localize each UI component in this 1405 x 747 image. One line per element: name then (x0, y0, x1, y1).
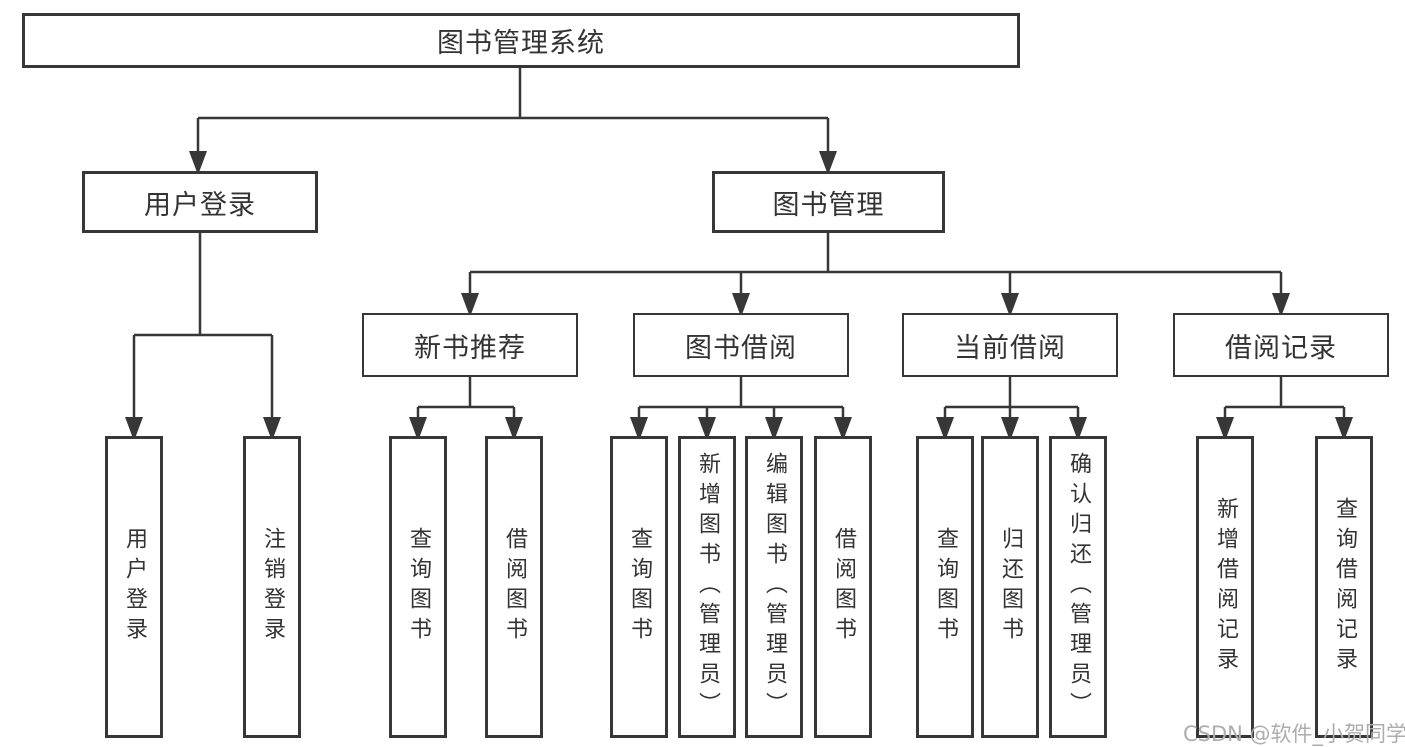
leaf-label: 归还图书 (998, 527, 1023, 647)
arrowhead (1001, 293, 1019, 317)
arrowhead (125, 417, 143, 441)
node-book-borrowing: 图书借阅 (633, 313, 849, 377)
leaf-query-books-1: 查询图书 (389, 436, 447, 738)
leaf-logout: 注销登录 (243, 436, 301, 738)
leaf-label: 确认归还（管理员） (1066, 452, 1091, 722)
leaf-label: 查询图书 (627, 527, 652, 647)
leaf-label: 借阅图书 (502, 527, 527, 647)
leaf-label: 编辑图书（管理员） (762, 452, 787, 722)
arrowhead (1272, 293, 1290, 317)
arrowhead (461, 293, 479, 317)
leaf-borrow-books-2: 借阅图书 (814, 436, 872, 738)
node-user-login: 用户登录 (82, 171, 318, 233)
arrowhead (819, 151, 837, 175)
leaf-label: 查询借阅记录 (1332, 497, 1357, 677)
leaf-query-borrow-record: 查询借阅记录 (1315, 436, 1373, 738)
leaf-return-books: 归还图书 (981, 436, 1039, 738)
arrowhead (409, 417, 427, 441)
arrowhead (834, 417, 852, 441)
leaf-label: 新增图书（管理员） (695, 452, 720, 722)
arrowhead (765, 417, 783, 441)
arrowhead (263, 417, 281, 441)
csdn-watermark: CSDN @软件_小贺同学 (1183, 722, 1405, 746)
leaf-query-books-2: 查询图书 (610, 436, 668, 738)
leaf-label: 查询图书 (933, 527, 958, 647)
node-borrowing-records: 借阅记录 (1173, 313, 1389, 377)
arrowhead (189, 151, 207, 175)
leaf-label: 用户登录 (122, 527, 147, 647)
arrowhead (630, 417, 648, 441)
arrowhead (1001, 417, 1019, 441)
leaf-add-books-admin: 新增图书（管理员） (678, 436, 736, 738)
leaf-label: 借阅图书 (831, 527, 856, 647)
node-book-management: 图书管理 (712, 171, 945, 233)
node-new-book-recommendation: 新书推荐 (362, 313, 578, 377)
arrowhead (1335, 417, 1353, 441)
leaf-label: 新增借阅记录 (1213, 497, 1238, 677)
arrowhead (698, 417, 716, 441)
leaf-confirm-return-admin: 确认归还（管理员） (1049, 436, 1107, 738)
leaf-query-books-3: 查询图书 (916, 436, 974, 738)
arrowhead (732, 293, 750, 317)
arrowhead (505, 417, 523, 441)
arrowhead (1216, 417, 1234, 441)
arrowhead (936, 417, 954, 441)
node-root-library-management-system: 图书管理系统 (22, 13, 1020, 68)
leaf-borrow-books-1: 借阅图书 (485, 436, 543, 738)
arrowhead (1069, 417, 1087, 441)
leaf-edit-books-admin: 编辑图书（管理员） (745, 436, 803, 738)
leaf-label: 注销登录 (260, 527, 285, 647)
leaf-label: 查询图书 (406, 527, 431, 647)
leaf-add-borrow-record: 新增借阅记录 (1196, 436, 1254, 738)
node-current-borrowing: 当前借阅 (902, 313, 1118, 377)
leaf-user-login: 用户登录 (105, 436, 163, 738)
